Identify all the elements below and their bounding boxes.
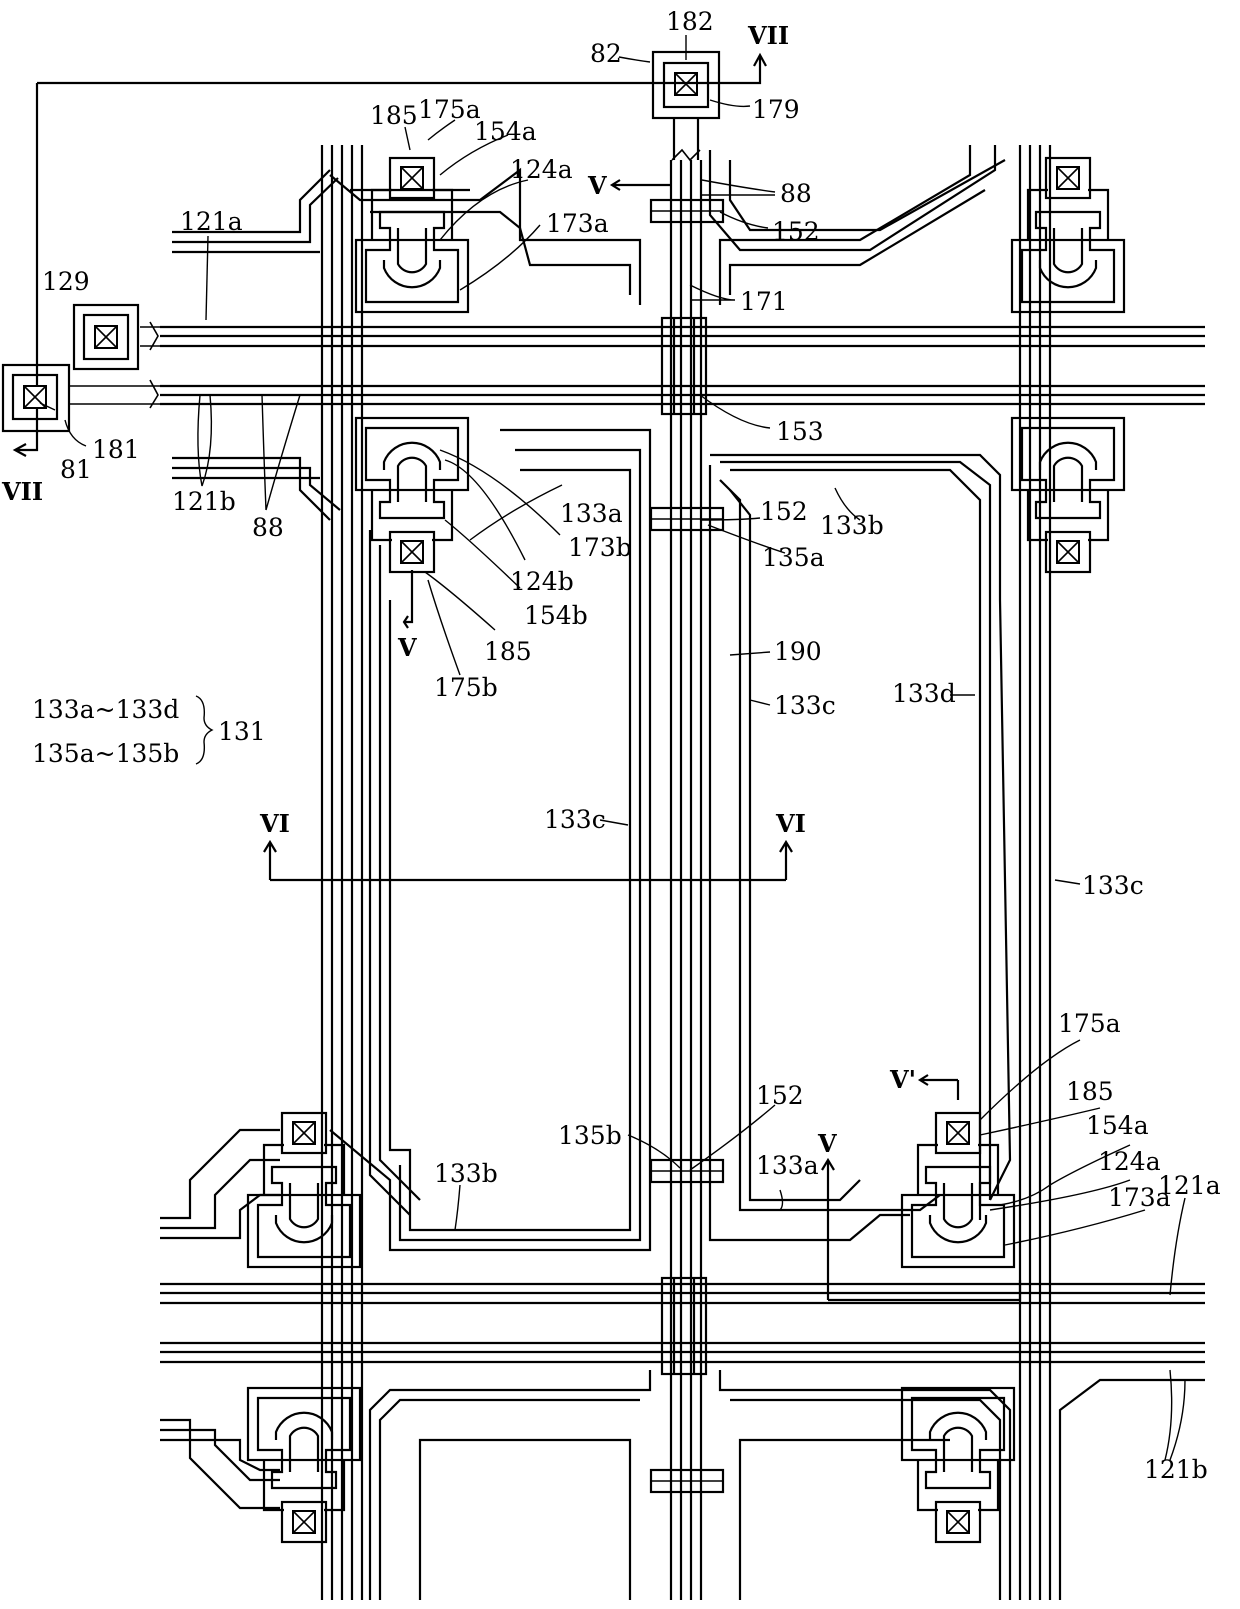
tft-upper-right-b xyxy=(1012,418,1124,572)
label-124a-b: 124a xyxy=(1098,1147,1161,1176)
label-175a-a: 175a xyxy=(418,95,481,124)
label-173b: 173b xyxy=(568,533,632,562)
label-133a-a: 133a xyxy=(560,499,623,528)
label-173a-a: 173a xyxy=(546,209,609,238)
legend-line-2: 135a~135b xyxy=(32,739,179,768)
label-V-mid: V xyxy=(397,633,417,662)
top-data-pad xyxy=(653,52,719,160)
label-121b-a: 121b xyxy=(172,487,236,516)
lower-pixel-outlines xyxy=(370,1370,1205,1600)
label-121b-b: 121b xyxy=(1144,1455,1208,1484)
label-133b-a: 133b xyxy=(820,511,884,540)
gate-pad-129 xyxy=(74,305,138,369)
label-152-top: 152 xyxy=(772,217,820,246)
label-181: 181 xyxy=(92,435,140,464)
label-185-b: 185 xyxy=(484,637,532,666)
label-133c-b: 133c xyxy=(544,805,606,834)
cut-line-V-mid xyxy=(404,570,412,628)
label-81: 81 xyxy=(60,455,92,484)
label-133c-c: 133c xyxy=(1082,871,1144,900)
cut-line-V-top xyxy=(612,180,672,190)
crossover-153 xyxy=(662,318,706,1374)
label-182: 182 xyxy=(666,7,714,36)
label-154a-a: 154a xyxy=(474,117,537,146)
legend-ref-131: 131 xyxy=(218,717,266,746)
label-133a-b: 133a xyxy=(756,1151,819,1180)
label-171: 171 xyxy=(740,287,788,316)
legend-line-1: 133a~133d xyxy=(32,695,179,724)
legend-131: 133a~133d 135a~135b 131 xyxy=(32,695,266,768)
tft-lower-right-b xyxy=(902,1388,1014,1542)
label-121a-b: 121a xyxy=(1158,1171,1221,1200)
label-121a-a: 121a xyxy=(180,207,243,236)
label-VII-top: VII xyxy=(747,21,789,50)
label-175a-b: 175a xyxy=(1058,1009,1121,1038)
label-129: 129 xyxy=(42,267,90,296)
label-133c-a: 133c xyxy=(774,691,836,720)
label-124b: 124b xyxy=(510,567,574,596)
cut-line-VI xyxy=(264,842,792,880)
label-VII-left: VII xyxy=(1,477,43,506)
label-153: 153 xyxy=(776,417,824,446)
tft-lower-right-a xyxy=(902,1113,1014,1267)
tft-upper-left-a xyxy=(356,158,468,312)
label-152-bot: 152 xyxy=(756,1081,804,1110)
cut-line-V-bottom xyxy=(920,1075,958,1100)
label-135b: 135b xyxy=(558,1121,622,1150)
label-V-top: V xyxy=(587,171,607,200)
label-133d: 133d xyxy=(892,679,956,708)
tft-upper-right-a xyxy=(1012,158,1124,312)
label-190: 190 xyxy=(774,637,822,666)
label-133b-b: 133b xyxy=(434,1159,498,1188)
label-82: 82 xyxy=(590,39,622,68)
label-88-left: 88 xyxy=(252,513,284,542)
label-185-a: 185 xyxy=(370,101,418,130)
tft-lower-left-b xyxy=(248,1388,360,1542)
label-124a-a: 124a xyxy=(510,155,573,184)
label-154a-b: 154a xyxy=(1086,1111,1149,1140)
label-88-top: 88 xyxy=(780,179,812,208)
label-135a: 135a xyxy=(762,543,825,572)
label-VI-left: VI xyxy=(259,809,290,838)
label-VI-right: VI xyxy=(775,809,806,838)
label-V-prime: V' xyxy=(889,1065,916,1094)
tft-upper-left-b xyxy=(356,418,468,572)
label-V-bot: V xyxy=(817,1129,837,1158)
label-152-mid: 152 xyxy=(760,497,808,526)
label-175b: 175b xyxy=(434,673,498,702)
label-185-c: 185 xyxy=(1066,1077,1114,1106)
label-154b: 154b xyxy=(524,601,588,630)
data-lines xyxy=(322,145,1050,1600)
tft-lower-left-a xyxy=(248,1113,360,1267)
label-179: 179 xyxy=(752,95,800,124)
